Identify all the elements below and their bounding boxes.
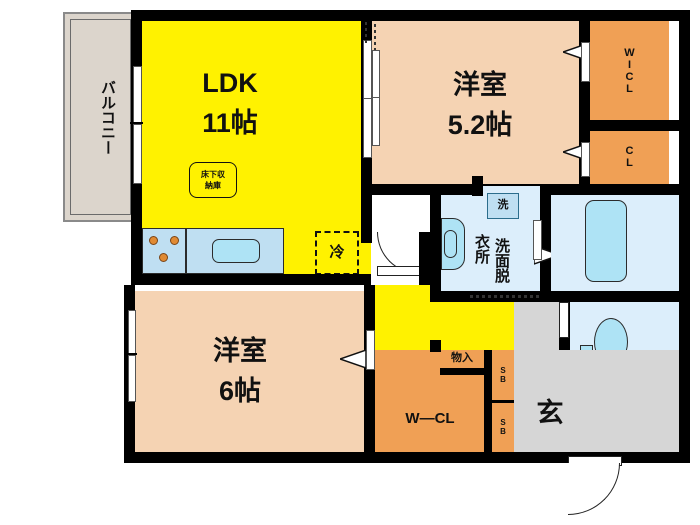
- refrigerator-label: 冷: [329, 244, 345, 261]
- ldk-name-label: LDK: [202, 68, 258, 98]
- entrance-area-upper: [514, 302, 559, 352]
- entrance-label: 玄: [536, 398, 564, 428]
- ldk-bedroom-partition-dotted: [365, 22, 367, 44]
- bedroom-main-size-label: 5.2帖: [447, 110, 513, 140]
- wall-hall-top-right: [419, 232, 430, 285]
- shoe-box-upper-label: S B: [492, 362, 514, 388]
- toilet-door-leaf[interactable]: [559, 302, 569, 338]
- shoe-box-lower-label: S B: [492, 414, 514, 440]
- wall-bottom: [124, 452, 690, 463]
- gas-stove: [142, 228, 186, 274]
- wcl-folding-door-icon[interactable]: [340, 348, 368, 370]
- wicl-char-c: C: [625, 71, 634, 83]
- washroom-label-col-left: 衣所: [473, 234, 490, 264]
- wall-wcl-step: [440, 367, 484, 375]
- bedroom-second-name-label: 洋室: [213, 336, 267, 366]
- wicl-char-w: W: [624, 47, 635, 59]
- balcony-inner-edge: [70, 19, 131, 215]
- wall-ldk-bottom: [131, 274, 371, 285]
- bedroom-main-window-dotted: [374, 24, 376, 50]
- underfloor-storage-label-line2: 納庫: [205, 181, 221, 190]
- washroom-label-col-right: 洗面脱: [493, 237, 510, 283]
- balcony-sliding-door-pane-lower[interactable]: [133, 124, 142, 184]
- walk-in-closet-area: [590, 21, 669, 120]
- sb-upper-char-b: B: [500, 375, 506, 384]
- sb-lower-char-b: B: [500, 427, 506, 436]
- shoe-box-divider: [492, 400, 514, 403]
- bedroom-second-window-jamb: [125, 353, 137, 355]
- entrance-door-swing[interactable]: [568, 463, 620, 515]
- stove-burner-3: [159, 253, 168, 262]
- ldk-bedroom-sliding-pane-upper[interactable]: [363, 40, 372, 100]
- wall-right: [679, 10, 690, 463]
- sb-lower-char-s: S: [500, 418, 506, 427]
- monoire-storage-area: [440, 350, 484, 368]
- sb-upper-char-s: S: [500, 366, 506, 375]
- stove-burner-1: [149, 236, 158, 245]
- bathtub: [585, 200, 627, 282]
- vanity-basin-bowl: [444, 230, 457, 258]
- bedroom-second-size-label: 6帖: [218, 376, 262, 406]
- wcl-door-pane[interactable]: [366, 330, 375, 370]
- walk-closet-lower-area-lower: [375, 375, 484, 452]
- ldk-bedroom-sliding-pane-lower[interactable]: [363, 98, 372, 158]
- wall-toilet-left: [559, 302, 570, 386]
- wall-washroom-left: [430, 195, 441, 291]
- bedroom-second-window-pane-upper[interactable]: [128, 310, 136, 357]
- balcony-sliding-door-jamb: [130, 122, 143, 124]
- kitchen-counter-sink: [186, 228, 284, 274]
- balcony-area: [63, 12, 138, 222]
- underfloor-storage-label-line1: 床下収: [201, 170, 225, 179]
- bedroom-main-area: [372, 21, 579, 184]
- wic-door-pane[interactable]: [581, 42, 590, 82]
- stove-burner-2: [170, 236, 179, 245]
- monoire-storage-label: 物入: [451, 352, 473, 364]
- bedroom-second-window-pane-lower[interactable]: [128, 355, 136, 402]
- closet-area: [590, 131, 669, 184]
- bedroom-main-window-pane-lower[interactable]: [372, 97, 380, 146]
- wicl-char-i: I: [627, 59, 632, 71]
- washroom-threshold-dotted: [470, 295, 540, 298]
- ldk-hall-door-leaf[interactable]: [377, 266, 421, 276]
- walk-closet-lower-label: W—CL: [405, 410, 455, 427]
- washing-machine-label: 洗: [497, 199, 509, 211]
- bedroom-second-area: [135, 291, 364, 452]
- hallway-area-upper: [372, 285, 430, 302]
- bedroom-main-window-pane-upper[interactable]: [372, 50, 380, 99]
- ldk-size-label: 11帖: [202, 108, 258, 138]
- wall-ldk-hall-right: [361, 195, 372, 243]
- wall-washroom-bath-divider: [540, 184, 551, 291]
- kitchen-sink-bowl: [212, 239, 260, 263]
- washing-machine-pan: [487, 193, 519, 219]
- wicl-char-l: L: [626, 83, 633, 95]
- walk-in-closet-label: W I C L: [590, 36, 669, 106]
- wall-washroom-top-right: [472, 176, 483, 196]
- shoe-box-upper-area: [492, 350, 514, 400]
- cl-char-l: L: [626, 157, 633, 169]
- entrance-area: [514, 350, 679, 452]
- cl-char-c: C: [625, 145, 634, 157]
- wall-top: [131, 10, 690, 21]
- balcony-sliding-door-pane-upper[interactable]: [133, 66, 142, 126]
- wall-wcl-right: [484, 350, 492, 452]
- bedroom-main-name-label: 洋室: [453, 70, 507, 100]
- shoe-box-lower-area: [492, 403, 514, 452]
- underfloor-storage-box[interactable]: [189, 162, 237, 198]
- wall-entry-washroom-divider: [430, 340, 441, 352]
- wall-bedroom-main-right: [579, 21, 590, 195]
- wall-washroom-top-left: [430, 184, 472, 195]
- balcony-label: バルコニー: [99, 79, 116, 155]
- wall-bathroom-bottom: [551, 291, 679, 302]
- cl-door-pane[interactable]: [581, 142, 590, 177]
- wall-cl-bottom: [579, 184, 680, 195]
- washroom-door-pane[interactable]: [533, 220, 542, 260]
- closet-label: C L: [590, 136, 669, 178]
- wall-wic-cl-divider: [579, 120, 680, 131]
